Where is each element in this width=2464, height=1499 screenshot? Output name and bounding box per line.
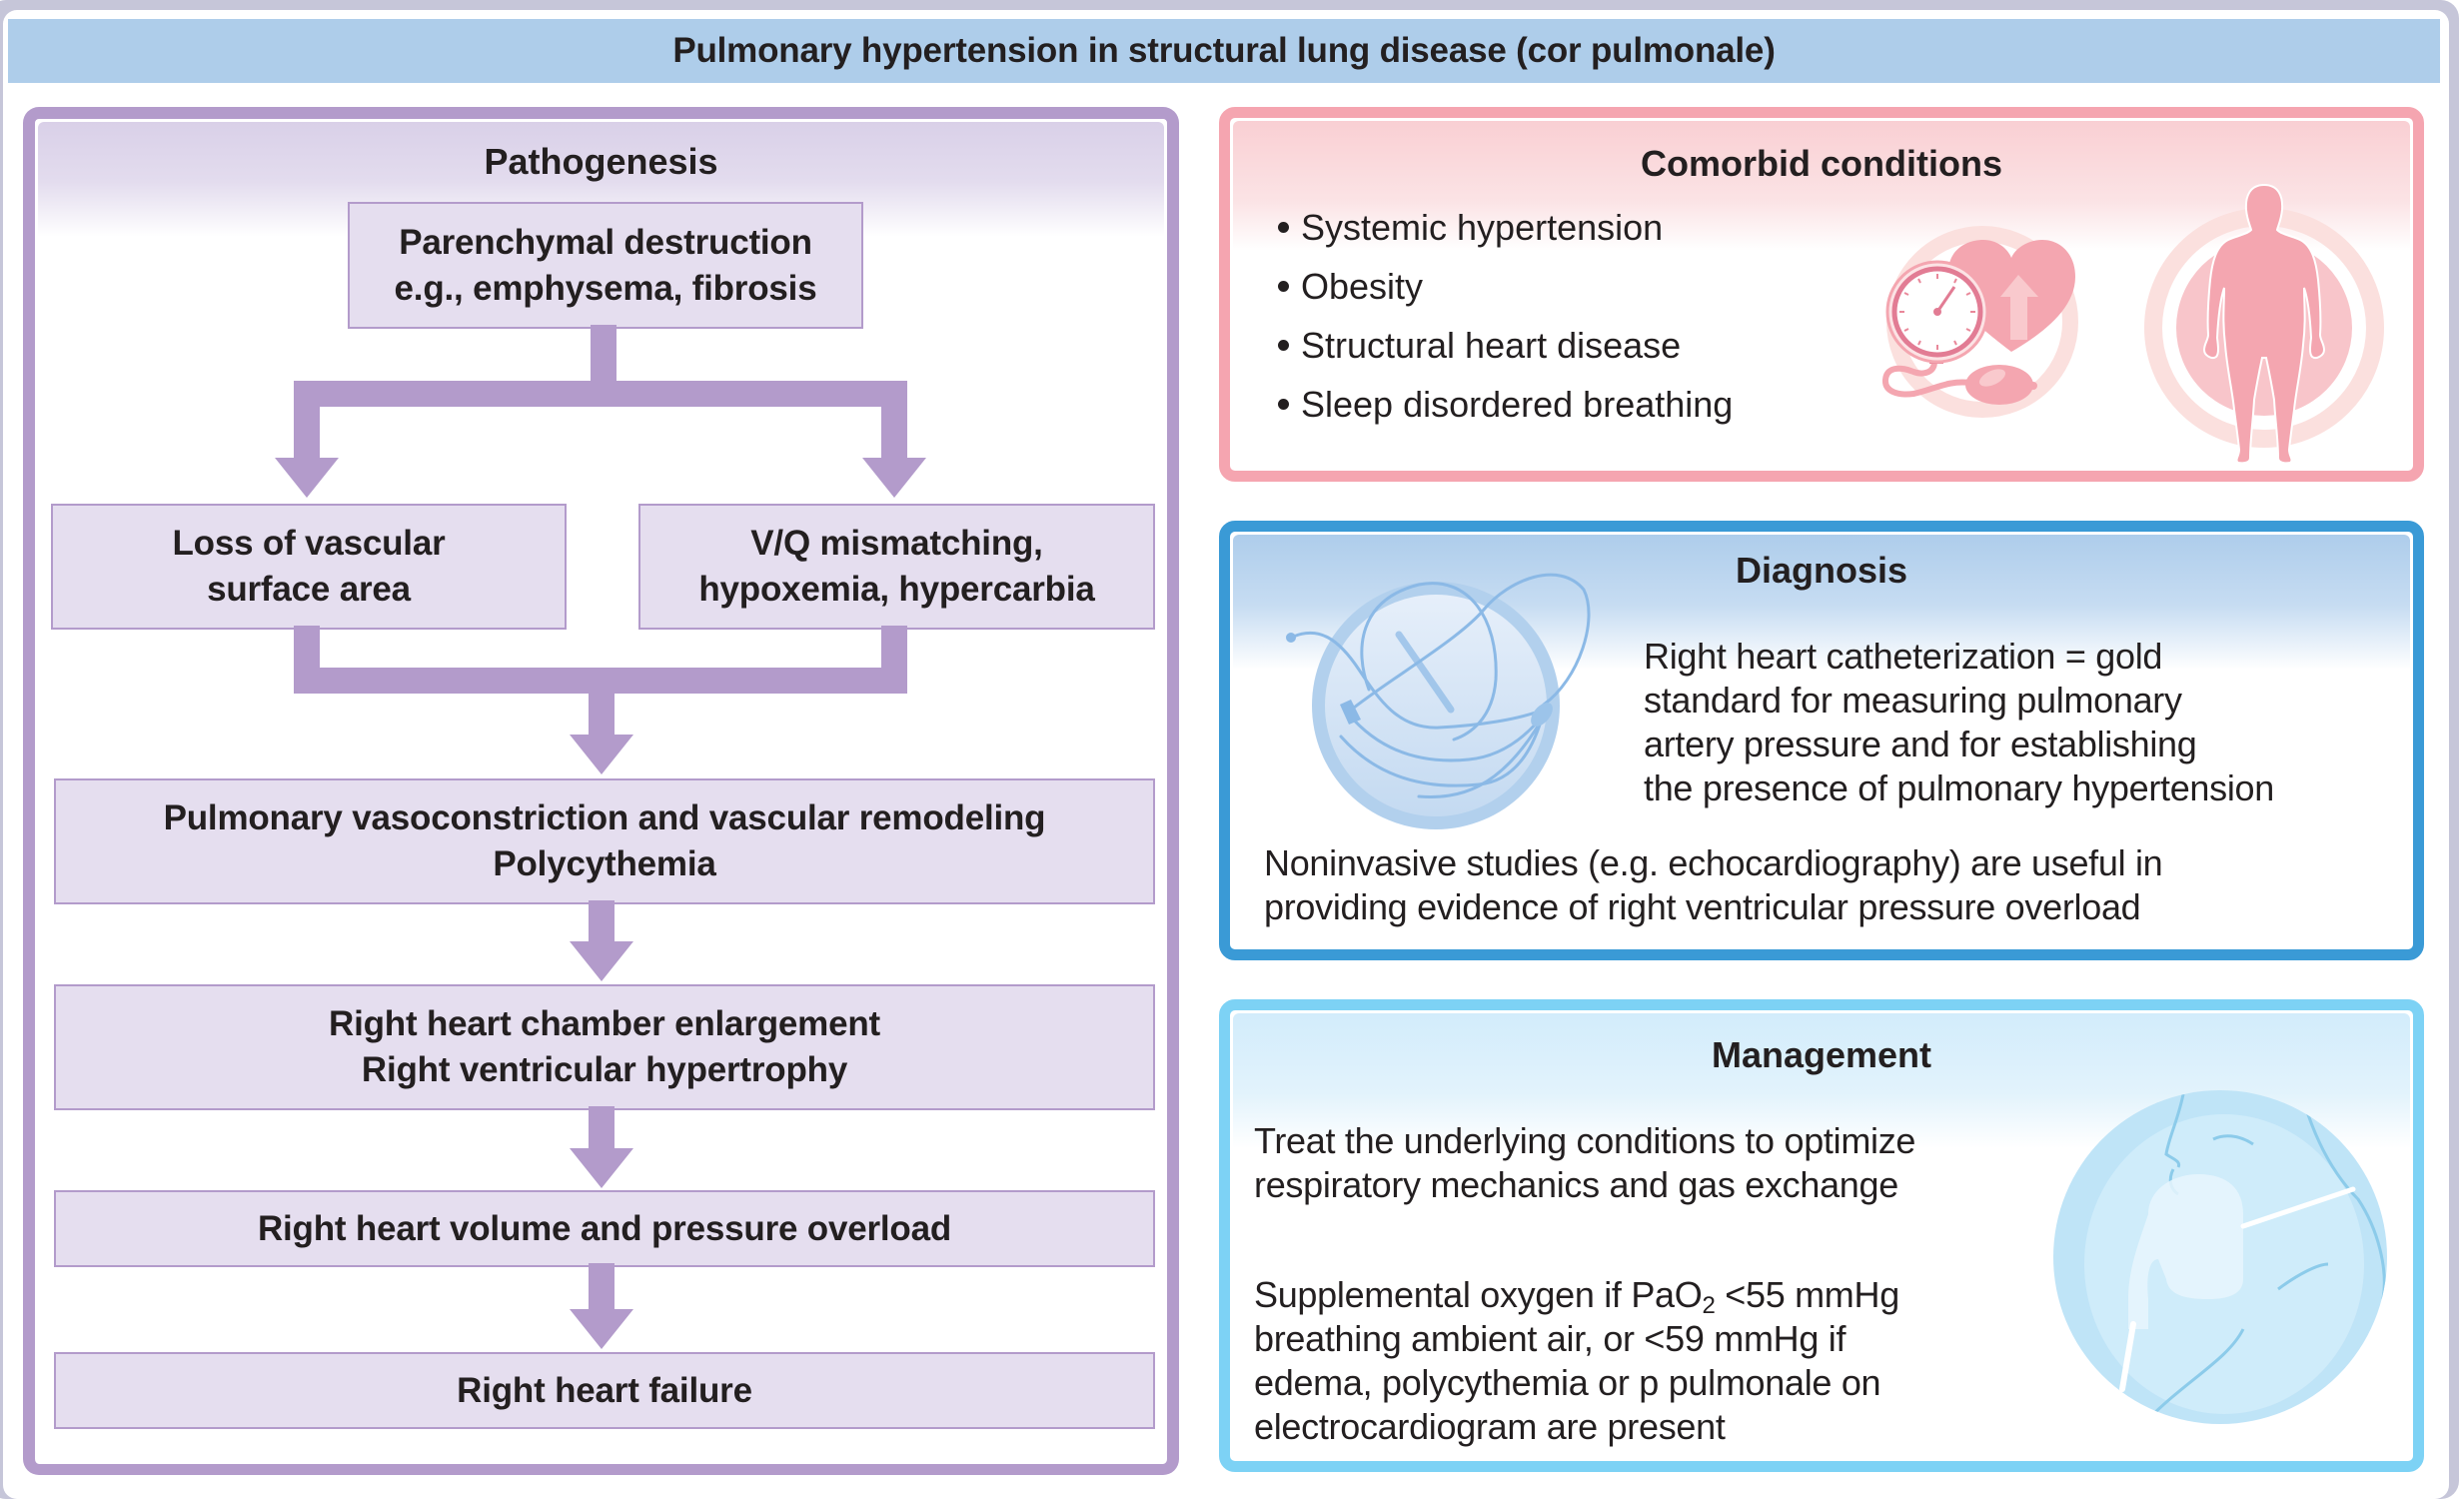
flow-box-parenchymal-destruction: Parenchymal destruction e.g., emphysema,… [348,202,863,329]
list-item-text: Systemic hypertension [1301,207,1664,248]
text-line: the presence of pulmonary hypertension [1644,767,2274,808]
text-line: Treat the underlying conditions to optim… [1254,1120,1916,1161]
management-oxygen-text: Supplemental oxygen if PaO2 <55 mmHg bre… [1254,1273,1899,1449]
flow-box-line: Right heart chamber enlargement [329,1004,880,1043]
flow-box-right-heart-failure: Right heart failure [54,1352,1155,1429]
oxygen-mask-icon [2053,1090,2387,1424]
text-fragment: Supplemental oxygen if PaO [1254,1274,1703,1315]
flow-box-line: Parenchymal destruction [399,222,812,262]
arrow-down-icon [570,735,633,774]
list-item: Systemic hypertension [1278,198,1733,257]
flow-box-line: Right heart failure [457,1370,752,1410]
text-line: Supplemental oxygen if PaO2 <55 mmHg [1254,1273,1899,1319]
connector-merge-bar [294,668,907,694]
connector-split-bar [294,381,907,407]
flow-box-vasoconstriction: Pulmonary vasoconstriction and vascular … [54,778,1155,904]
list-item: Obesity [1278,257,1733,316]
arrow-down-icon [862,458,926,498]
list-item: Structural heart disease [1278,316,1733,375]
diagnosis-heading: Diagnosis [1735,550,1908,591]
blood-pressure-heart-icon [1882,226,2078,418]
bullet-icon [1278,280,1289,292]
management-heading: Management [1711,1034,1932,1075]
obese-person-icon [2144,183,2384,465]
flow-box-line: V/Q mismatching, [750,524,1043,563]
connector-stem [589,690,615,737]
diagnosis-panel: Diagnosis Right heart catheterization = … [1219,521,2424,960]
flow-box-line: surface area [207,570,411,609]
arrow-down-icon [570,1148,633,1188]
flow-box-line: Right ventricular hypertrophy [361,1050,848,1089]
flow-box-line: Polycythemia [493,844,716,883]
arrow-down-icon [570,941,633,981]
flow-box-line: Pulmonary vasoconstriction and vascular … [163,798,1046,837]
connector-right-branch [881,400,907,460]
text-line: artery pressure and for establishing [1644,724,2197,764]
text-line: Noninvasive studies (e.g. echocardiograp… [1264,842,2163,883]
bullet-icon [1278,339,1289,351]
text-line: standard for measuring pulmonary [1644,680,2182,721]
text-line: Right heart catheterization = gold [1644,636,2163,677]
diagnosis-catheterization-text: Right heart catheterization = gold stand… [1644,635,2274,810]
catheter-icon [1286,573,1591,829]
flow-box-loss-vascular-surface: Loss of vascular surface area [51,504,567,630]
connector-stem [591,325,616,385]
bullet-icon [1278,221,1289,233]
flow-box-chamber-enlargement: Right heart chamber enlargement Right ve… [54,984,1155,1110]
text-line: electrocardiogram are present [1254,1406,1726,1447]
diagnosis-noninvasive-text: Noninvasive studies (e.g. echocardiograp… [1264,841,2163,929]
comorbid-heading: Comorbid conditions [1641,143,2002,184]
list-item-text: Sleep disordered breathing [1301,384,1734,425]
flow-box-line: Right heart volume and pressure overload [257,1208,952,1248]
flow-box-vq-mismatching: V/Q mismatching, hypoxemia, hypercarbia [638,504,1155,630]
arrow-down-icon [570,1309,633,1349]
text-line: breathing ambient air, or <59 mmHg if [1254,1318,1847,1359]
flow-box-line: Loss of vascular [172,524,446,563]
list-item-text: Obesity [1301,266,1424,307]
figure-title: Pulmonary hypertension in structural lun… [672,31,1776,70]
flow-box-line: e.g., emphysema, fibrosis [394,268,817,308]
arrow-down-icon [275,458,339,498]
bullet-icon [1278,398,1289,410]
comorbid-list: Systemic hypertension Obesity Structural… [1278,198,1733,434]
management-treat-text: Treat the underlying conditions to optim… [1254,1119,1915,1207]
list-item: Sleep disordered breathing [1278,375,1733,434]
subscript: 2 [1702,1292,1716,1319]
comorbid-panel: Comorbid conditions Systemic hypertensio… [1219,107,2424,482]
connector-stem [589,900,615,944]
flow-box-volume-pressure-overload: Right heart volume and pressure overload [54,1190,1155,1267]
connector-stem [589,1106,615,1150]
connector-stem [589,1263,615,1311]
list-item-text: Structural heart disease [1301,325,1682,366]
flow-box-line: hypoxemia, hypercarbia [698,570,1095,609]
text-fragment: <55 mmHg [1715,1274,1899,1315]
text-line: respiratory mechanics and gas exchange [1254,1164,1898,1205]
figure-title-bar: Pulmonary hypertension in structural lun… [8,19,2440,83]
text-line: providing evidence of right ventricular … [1264,886,2141,927]
text-line: edema, polycythemia or p pulmonale on [1254,1362,1881,1403]
pathogenesis-heading: Pathogenesis [484,141,718,182]
connector-left-branch [294,400,320,460]
